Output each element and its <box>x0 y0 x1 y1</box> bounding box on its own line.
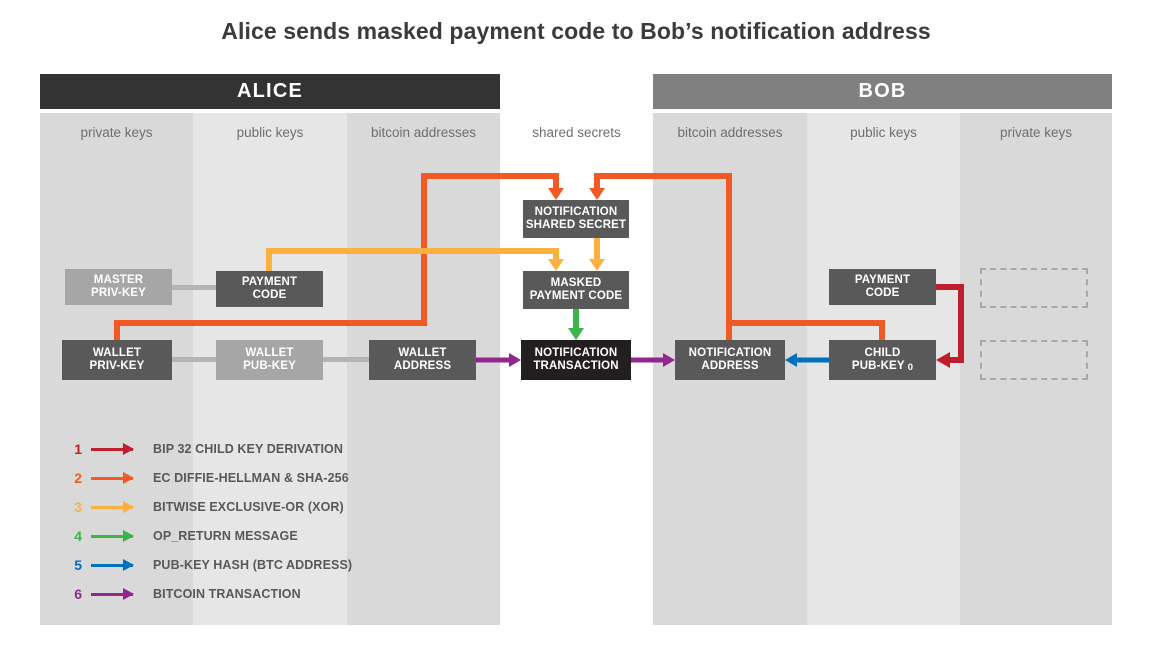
node-label-line2-text: TRANSACTION <box>533 360 619 372</box>
node-label-line2: PAYMENT CODE <box>530 290 623 304</box>
node-label-index: 0 <box>907 362 914 373</box>
legend-number: 6 <box>74 586 82 602</box>
node-label-line1: NOTIFICATION <box>534 346 618 359</box>
connector-walletpub-to-walletaddress <box>323 357 369 362</box>
node-label-line2: PRIV-KEY <box>91 287 146 301</box>
legend-arrowhead-icon <box>123 472 134 484</box>
node-label-line2-text: PRIV-KEY <box>91 287 146 299</box>
column-header-5: public keys <box>850 125 917 140</box>
legend-label: BIP 32 CHILD KEY DERIVATION <box>153 442 344 456</box>
node-label-line2: PRIV-KEY <box>90 360 145 374</box>
legend-label: EC DIFFIE-HELLMAN & SHA-256 <box>153 471 349 485</box>
node-label-line2: CODE <box>866 287 900 301</box>
column-header-3: shared secrets <box>532 125 621 140</box>
node-label-line1: NOTIFICATION <box>534 205 618 218</box>
legend-number: 2 <box>74 470 82 486</box>
node-label-line2-text: ADDRESS <box>701 360 759 372</box>
legend-arrow-icon <box>91 501 134 513</box>
node-label-line2-text: PRIV-KEY <box>89 360 145 372</box>
bob-private-key-placeholder-2 <box>980 340 1088 380</box>
legend-arrowhead-icon <box>123 530 134 542</box>
node-label-line2: CODE <box>253 289 287 303</box>
node-label-line2-text: CODE <box>865 287 900 299</box>
legend-number: 4 <box>74 528 82 544</box>
party-header-bob: BOB <box>653 74 1112 109</box>
page-title: Alice sends masked payment code to Bob’s… <box>221 18 931 44</box>
node-label-line1: PAYMENT <box>854 273 911 286</box>
node-label-line1: WALLET <box>245 346 294 359</box>
node-label-line1: MASKED <box>550 276 602 289</box>
node-label-line2: PUB-KEY <box>243 360 296 374</box>
node-label-line1: PAYMENT <box>241 275 298 288</box>
legend-arrow-icon <box>91 588 134 600</box>
column-header-4: bitcoin addresses <box>677 125 783 140</box>
node-label-line2: ADDRESS <box>394 360 451 374</box>
legend-row-6: 6 BITCOIN TRANSACTION <box>66 586 301 602</box>
node-label-line2-text: PAYMENT CODE <box>529 290 623 302</box>
legend-label: BITWISE EXCLUSIVE-OR (XOR) <box>153 500 344 514</box>
column-header-2: bitcoin addresses <box>370 125 477 140</box>
party-header-alice: ALICE <box>40 74 500 109</box>
legend-row-2: 2 EC DIFFIE-HELLMAN & SHA-256 <box>66 470 349 486</box>
node-label-line2-text: PUB-KEY <box>851 360 905 372</box>
legend-arrowhead-icon <box>123 443 134 455</box>
node-label-line2: SHARED SECRET <box>526 219 626 233</box>
legend-number: 5 <box>74 557 82 573</box>
column-header-1: public keys <box>236 125 304 140</box>
legend-arrow-icon <box>91 530 134 542</box>
bob-private-key-placeholder-1 <box>980 268 1088 308</box>
legend-number: 1 <box>74 441 82 457</box>
legend-row-3: 3 BITWISE EXCLUSIVE-OR (XOR) <box>66 499 344 515</box>
node-label-line2-text: ADDRESS <box>393 360 452 372</box>
node-label-line1: WALLET <box>398 346 447 359</box>
node-label-line1: MASTER <box>93 273 144 286</box>
node-label-line2: ADDRESS <box>701 360 758 374</box>
legend-row-4: 4 OP_RETURN MESSAGE <box>66 528 298 544</box>
legend-row-5: 5 PUB-KEY HASH (BTC ADDRESS) <box>66 557 352 573</box>
connector-walletpriv-to-walletpub <box>172 357 216 362</box>
legend-label: BITCOIN TRANSACTION <box>153 587 301 601</box>
node-label-line2: TRANSACTION <box>533 360 618 374</box>
node-label-line2-text: PUB-KEY <box>243 360 296 372</box>
node-label-line1: CHILD <box>864 346 901 359</box>
legend-label: PUB-KEY HASH (BTC ADDRESS) <box>153 558 353 572</box>
node-label-line2-text: SHARED SECRET <box>525 219 627 231</box>
legend-number: 3 <box>74 499 82 515</box>
column-header-0: private keys <box>80 125 153 140</box>
node-label-line1: WALLET <box>92 346 142 359</box>
column-header-6: private keys <box>999 125 1073 140</box>
legend-label: OP_RETURN MESSAGE <box>153 529 298 543</box>
connector-master-to-payment <box>172 285 216 290</box>
legend-arrow-icon <box>91 472 134 484</box>
legend-arrow-icon <box>91 443 134 455</box>
node-label-line2-text: CODE <box>252 289 287 301</box>
legend-arrowhead-icon <box>123 588 134 600</box>
legend-arrowhead-icon <box>123 559 134 571</box>
legend-arrowhead-icon <box>123 501 134 513</box>
legend-row-1: 1 BIP 32 CHILD KEY DERIVATION <box>66 441 343 457</box>
node-label-line1: NOTIFICATION <box>688 346 772 359</box>
legend-arrow-icon <box>91 559 134 571</box>
